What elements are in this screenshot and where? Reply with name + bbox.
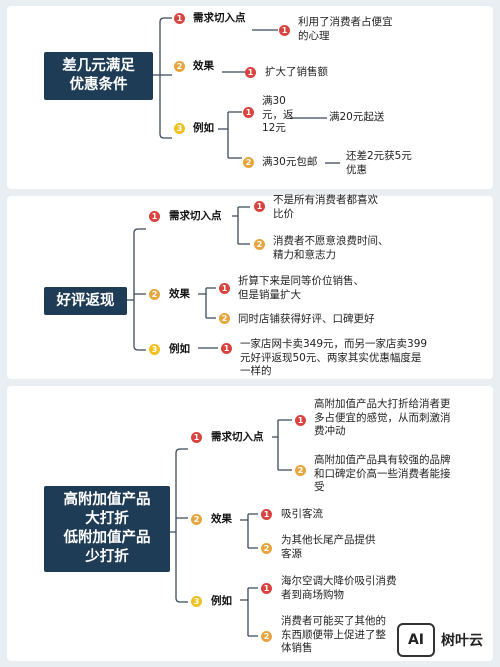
root-node-2-line-1: 好评返现 [56, 292, 115, 309]
number-badge: 1 [243, 107, 254, 118]
number-badge: 2 [149, 289, 160, 300]
number-badge: 1 [254, 201, 265, 212]
number-badge: 2 [261, 543, 272, 554]
leaf-text: 吸引客流 [281, 508, 323, 520]
branch-label: 例如 [211, 595, 232, 607]
leaf-text: 消费者可能买了其他的东西顺便带上促进了整体销售 [281, 615, 386, 654]
number-badge: 1 [261, 583, 272, 594]
leaf-text: 不是所有消费者都喜欢比价 [273, 194, 378, 220]
number-badge: 2 [191, 514, 202, 525]
root-node-3-line-2: 大打折 [85, 511, 129, 527]
root-node-3-line-4: 少打折 [85, 549, 129, 565]
number-badge: 1 [174, 13, 185, 24]
number-badge: 3 [149, 344, 160, 355]
leaf-text: 满30元，返12元 [262, 95, 294, 134]
root-node-3: 高附加值产品 大打折 低附加值产品 少打折 [44, 486, 170, 572]
number-badge: 2 [261, 631, 272, 642]
number-badge: 1 [245, 67, 256, 78]
leaf-text: 满20元起送 [329, 111, 385, 123]
number-badge: 2 [254, 239, 265, 250]
watermark-name: 树叶云 [441, 633, 483, 649]
branch-label: 效果 [211, 513, 232, 525]
leaf-text: 高附加值产品大打折给消者更多占便宜的感觉，从而刺激消费冲动 [314, 398, 451, 437]
number-badge: 2 [243, 157, 254, 168]
leaf-text: 为其他长尾产品提供客源 [281, 534, 376, 560]
leaf-text: 海尔空调大降价吸引消费者到商场购物 [281, 575, 397, 601]
number-badge: 2 [219, 313, 230, 324]
number-badge: 1 [295, 415, 306, 426]
watermark-logo: AI [397, 623, 435, 657]
root-node-1-line-1: 差几元满足 [62, 58, 135, 74]
number-badge: 1 [279, 25, 290, 36]
branch-label: 例如 [169, 343, 190, 355]
number-badge: 3 [191, 596, 202, 607]
leaf-text: 消费者不愿意浪费时间、精力和意志力 [273, 235, 389, 261]
root-node-1: 差几元满足 优惠条件 [44, 52, 153, 100]
root-node-1-line-2: 优惠条件 [69, 77, 128, 93]
branch-label: 效果 [193, 60, 214, 72]
leaf-text: 满30元包邮 [262, 156, 318, 168]
leaf-text: 一家店网卡卖349元，而另一家店卖399元好评返现50元、两家其实优惠幅度是一样… [240, 338, 428, 377]
branch-label: 例如 [193, 122, 214, 134]
root-node-3-line-1: 高附加值产品 [63, 492, 151, 508]
branch-label: 效果 [169, 288, 190, 300]
leaf-text: 高附加值产品具有较强的品牌和口碑定价高一些消费者能接受 [314, 454, 451, 493]
number-badge: 1 [261, 509, 272, 520]
leaf-text: 同时店铺获得好评、口碑更好 [238, 313, 375, 325]
number-badge: 2 [295, 465, 306, 476]
number-badge: 1 [149, 211, 160, 222]
watermark: AI 树叶云 [397, 620, 497, 660]
root-node-2: 好评返现 [44, 287, 127, 315]
number-badge: 2 [174, 61, 185, 72]
number-badge: 1 [221, 343, 232, 354]
leaf-text: 扩大了销售额 [265, 66, 328, 78]
number-badge: 1 [191, 432, 202, 443]
leaf-text: 还差2元获5元优惠 [346, 150, 412, 176]
branch-label: 需求切入点 [169, 210, 222, 222]
branch-label: 需求切入点 [211, 431, 264, 443]
root-node-3-line-3: 低附加值产品 [63, 530, 151, 546]
leaf-text: 利用了消费者占便宜的心理 [298, 16, 393, 42]
number-badge: 3 [174, 123, 185, 134]
branch-label: 需求切入点 [193, 12, 246, 24]
leaf-text: 折算下来是同等价位销售、但是销量扩大 [238, 275, 364, 301]
number-badge: 1 [219, 283, 230, 294]
